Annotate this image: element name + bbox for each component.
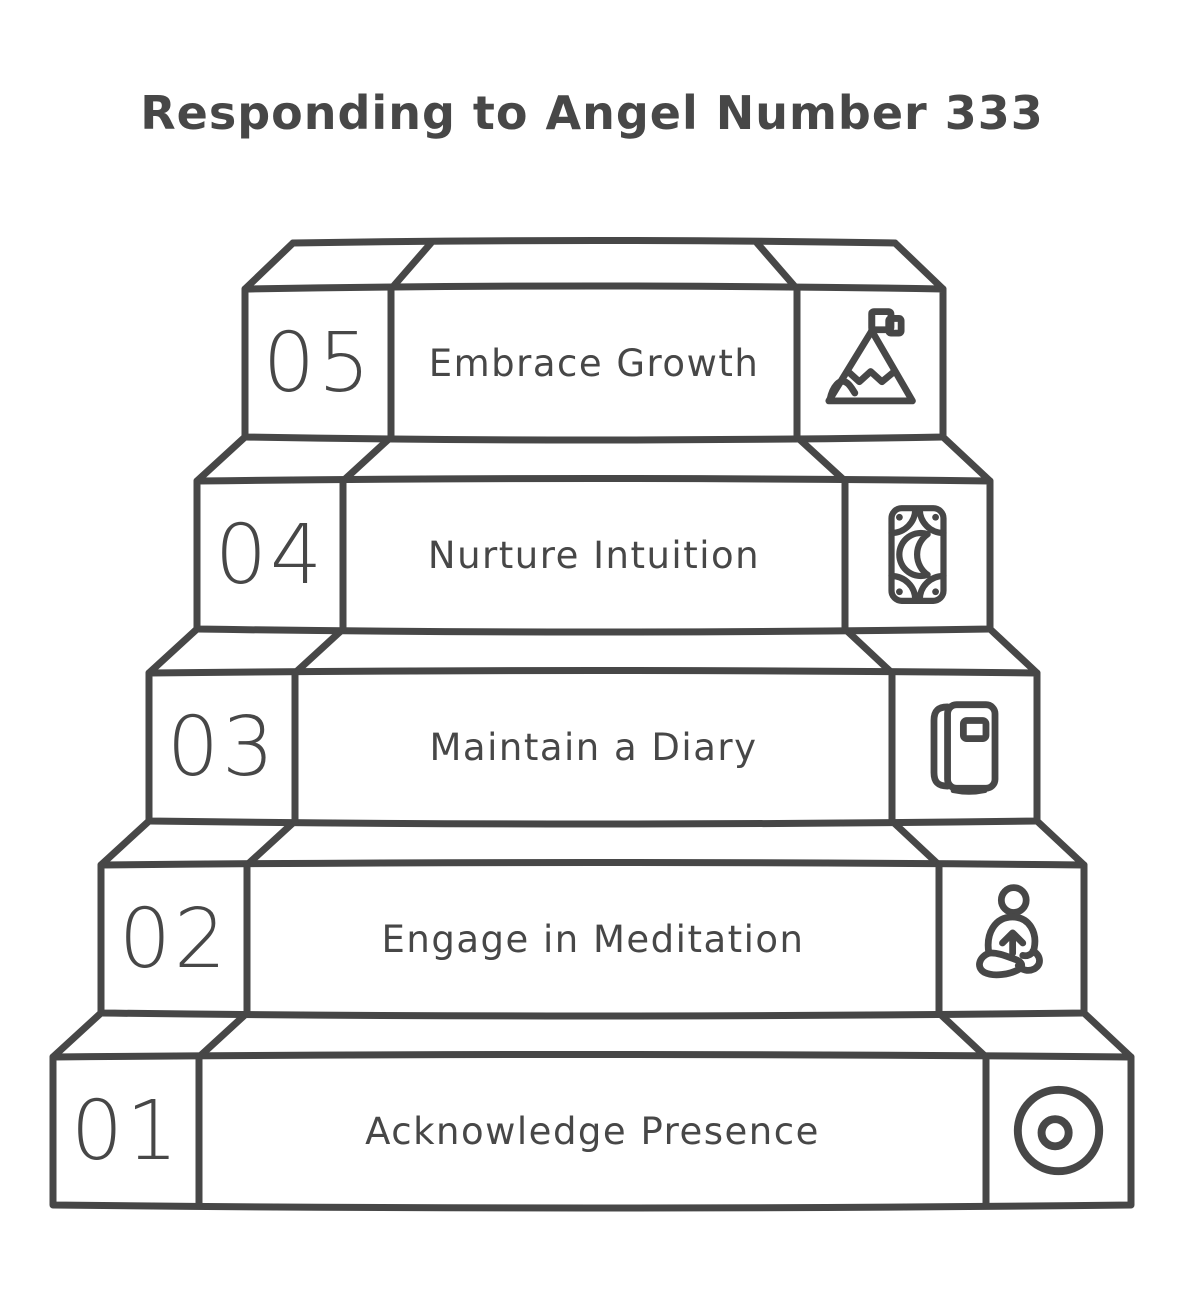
step-label-02: Engage in Meditation xyxy=(381,917,805,961)
step-label-04: Nurture Intuition xyxy=(427,533,761,577)
step-number-02: 02 xyxy=(118,891,230,987)
step-number-04: 04 xyxy=(214,507,326,603)
step-label-01: Acknowledge Presence xyxy=(365,1109,820,1153)
step1-front-face xyxy=(49,1051,1135,1212)
step4-front-face xyxy=(193,475,994,636)
mountain-summit-flag-icon xyxy=(825,308,916,405)
step5-front-face xyxy=(241,282,947,444)
page-title: Responding to Angel Number 333 xyxy=(140,86,1044,140)
circle-dot-icon xyxy=(1013,1085,1104,1176)
step1-top-diagonals xyxy=(49,1009,1135,1061)
step1-dividers xyxy=(195,1053,990,1209)
step2-front-face xyxy=(97,859,1088,1020)
step2-top-diagonals xyxy=(97,817,1088,869)
diary-notebook-icon xyxy=(930,701,999,795)
step5-dividers xyxy=(387,285,801,441)
step-number-01: 01 xyxy=(70,1083,182,1179)
step4-dividers xyxy=(339,477,849,633)
step3-dividers xyxy=(291,669,896,825)
step3-top-diagonals xyxy=(145,625,1041,677)
step4-top-diagonals xyxy=(193,433,994,485)
step3-front-face xyxy=(145,667,1041,828)
step-number-05: 05 xyxy=(262,315,374,411)
tarot-card-moon-icon xyxy=(888,505,947,604)
step-number-03: 03 xyxy=(166,699,278,795)
step-label-03: Maintain a Diary xyxy=(429,725,758,769)
step2-dividers xyxy=(243,861,943,1017)
meditation-person-icon xyxy=(976,884,1043,979)
step5-top-face xyxy=(289,237,899,247)
step-label-05: Embrace Growth xyxy=(428,341,760,385)
step5-top-diagonals xyxy=(241,239,947,293)
